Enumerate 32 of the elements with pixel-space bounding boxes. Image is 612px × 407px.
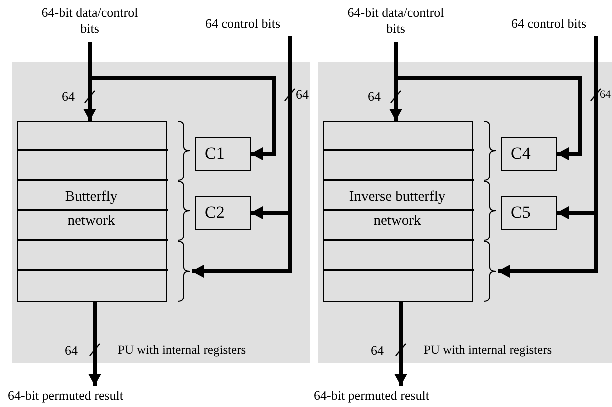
output-label: 64-bit permuted result <box>314 388 484 406</box>
control-register-box: C4 <box>501 137 557 171</box>
curly-brace <box>484 241 496 302</box>
arrow <box>88 302 102 386</box>
network-label: Inverse butterfly network <box>348 188 447 231</box>
input-label: 64-bit data/control bits <box>346 5 446 41</box>
network-label: Butterfly network <box>64 188 119 231</box>
panel-background <box>318 62 612 363</box>
output-label: 64-bit permuted result <box>8 388 178 406</box>
bus-width-label: 64 <box>368 89 381 105</box>
panel-background <box>12 62 310 363</box>
bus-width-label: 64 <box>65 343 78 359</box>
curly-brace <box>178 241 190 302</box>
input-label: 64 control bits <box>188 16 298 34</box>
curly-brace <box>484 181 496 241</box>
input-label: 64 control bits <box>494 16 604 34</box>
input-label: 64-bit data/control bits <box>40 5 140 41</box>
bus-width-label: 64 <box>371 343 384 359</box>
panel-label: PU with internal registers <box>424 343 552 358</box>
network-box <box>17 121 167 302</box>
network-box <box>323 121 473 302</box>
control-register-box: C5 <box>501 196 557 230</box>
control-register-box: C2 <box>195 196 251 230</box>
arrow <box>394 302 408 386</box>
control-register-box: C1 <box>195 137 251 171</box>
bus-width-label: 64 <box>600 88 611 103</box>
bus-width-label: 64 <box>296 87 309 103</box>
curly-brace <box>178 121 190 181</box>
panel-label: PU with internal registers <box>118 343 246 358</box>
curly-brace <box>178 181 190 241</box>
curly-brace <box>484 121 496 181</box>
bus-width-label: 64 <box>62 89 75 105</box>
